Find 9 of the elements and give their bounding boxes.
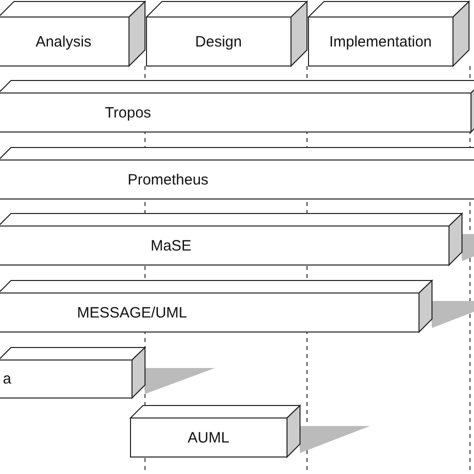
bar-label: Prometheus: [128, 171, 208, 188]
bar-label: AUML: [188, 429, 230, 446]
bar-label: Implementation: [329, 33, 432, 50]
bar-label: MaSE: [150, 237, 192, 254]
bar-label: Design: [195, 33, 242, 50]
bar-label: Analysis: [36, 33, 92, 50]
bar-label: MESSAGE/UML: [76, 304, 188, 321]
bar-label: a: [2, 370, 12, 388]
bar-label: Tropos: [104, 104, 152, 121]
